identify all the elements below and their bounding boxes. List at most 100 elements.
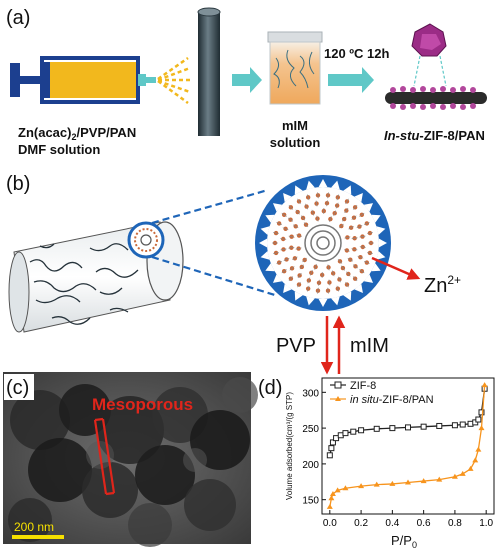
ring-spike <box>265 214 275 223</box>
pvp-chain-link <box>363 221 370 225</box>
reaction-condition: 120 ºC 12h <box>324 46 390 61</box>
pvp-chain-link <box>288 247 295 249</box>
data-point <box>472 457 479 463</box>
scale-bar-label: 200 nm <box>14 520 54 534</box>
syringe-icon <box>10 56 156 104</box>
pvp-chain-link <box>311 209 315 216</box>
x-tick-label: 0.0 <box>323 518 337 529</box>
ring-spike <box>306 180 315 190</box>
beaker-icon <box>267 31 323 105</box>
pvp-chain-link <box>326 200 328 207</box>
ring-spike <box>272 274 283 283</box>
ring-spike <box>354 192 363 203</box>
spray-lines <box>157 56 191 105</box>
data-point <box>328 495 335 501</box>
pvp-chain-link <box>337 258 343 264</box>
y-tick-label: 250 <box>302 424 319 435</box>
pvp-chain-link <box>327 287 329 294</box>
data-point <box>358 427 365 434</box>
pvp-chain-link <box>351 215 357 220</box>
ring-spike <box>331 180 340 190</box>
data-point <box>334 487 341 493</box>
x-tick-label: 1.0 <box>479 518 493 529</box>
large-cross-section-icon <box>255 175 391 311</box>
data-point <box>481 382 488 388</box>
pvp-chain-link <box>345 198 349 205</box>
pvp-chain-link <box>276 261 283 265</box>
pvp-chain-link <box>317 287 319 294</box>
data-point <box>358 483 365 489</box>
ring-spike <box>260 251 270 260</box>
pvp-chain-link <box>289 266 295 271</box>
pvp-chain-link <box>331 270 335 277</box>
data-point <box>478 425 485 431</box>
chart-legend: ZIF-8 in situ-ZIF-8/PAN <box>330 380 434 406</box>
pvp-chain-link <box>341 216 347 222</box>
pvp-chain-link <box>299 264 305 270</box>
x-tick-label: 0.6 <box>417 518 431 529</box>
data-point <box>451 473 458 479</box>
data-point <box>350 428 357 435</box>
pvp-chain-link <box>338 223 344 229</box>
coated-fiber-icon <box>385 86 487 110</box>
ring-spike <box>371 214 381 223</box>
ring-spike <box>363 203 374 212</box>
pvp-chain-link <box>302 257 308 263</box>
data-point <box>436 422 443 429</box>
pvp-chain-link <box>351 237 358 239</box>
data-point <box>459 421 466 428</box>
zn-ion-label: Zn2+ <box>424 273 461 297</box>
pvp-chain-link <box>344 207 349 214</box>
data-point <box>373 481 380 487</box>
ring-spike <box>318 179 328 188</box>
process-arrow-1 <box>232 67 262 93</box>
pvp-chain-link <box>359 269 365 274</box>
ring-spike <box>376 226 386 235</box>
data-point <box>405 424 411 431</box>
x-tick-label: 0.2 <box>354 518 368 529</box>
y-tick-label: 200 <box>302 460 319 471</box>
pvp-chain-link <box>273 232 280 234</box>
data-point <box>420 478 427 484</box>
pvp-chain-link <box>307 277 311 284</box>
ring-spike <box>265 263 275 272</box>
panel-b: (b) Zn2+ <box>6 173 461 375</box>
solution-label: Zn(acac)2/PVP/PAN <box>18 125 136 142</box>
pvp-chain-link <box>303 222 309 228</box>
pvp-chain-link <box>295 209 300 215</box>
chart-marks <box>326 382 488 509</box>
x-tick-label: 0.8 <box>448 518 462 529</box>
pvp-chain-link <box>327 192 329 199</box>
data-point <box>329 490 336 496</box>
data-point <box>475 446 482 452</box>
ring-spike <box>283 192 292 203</box>
data-point <box>436 476 443 482</box>
panel-a-label: (a) <box>6 7 30 29</box>
ring-spike <box>343 185 352 195</box>
zn-arrow <box>371 256 421 280</box>
pvp-chain-link <box>356 225 363 229</box>
pvp-chain-link <box>297 198 301 205</box>
product-label: In-stu-ZIF-8/PAN <box>384 128 485 143</box>
pvp-chain-link <box>316 215 319 222</box>
data-point <box>326 452 333 459</box>
pvp-chain-link <box>318 279 320 286</box>
pvp-chain-link <box>359 235 366 238</box>
data-point <box>389 480 396 486</box>
pvp-chain-link <box>292 256 298 260</box>
panel-d-label: (d) <box>258 377 282 399</box>
small-cross-section-icon <box>127 221 165 259</box>
pvp-chain-link <box>282 227 289 231</box>
pvp-chain-link <box>300 215 306 221</box>
ring-spike <box>318 298 328 307</box>
ring-spike <box>283 283 292 294</box>
pvp-chain-link <box>345 281 349 288</box>
pvp-chain-link <box>309 269 313 276</box>
mim-solution-label: solution <box>270 135 321 150</box>
data-point <box>389 425 396 432</box>
collector-rod-icon <box>197 7 221 136</box>
tem-particles <box>8 377 258 547</box>
ring-spike <box>260 226 270 235</box>
mim-label: mIM <box>282 118 308 133</box>
